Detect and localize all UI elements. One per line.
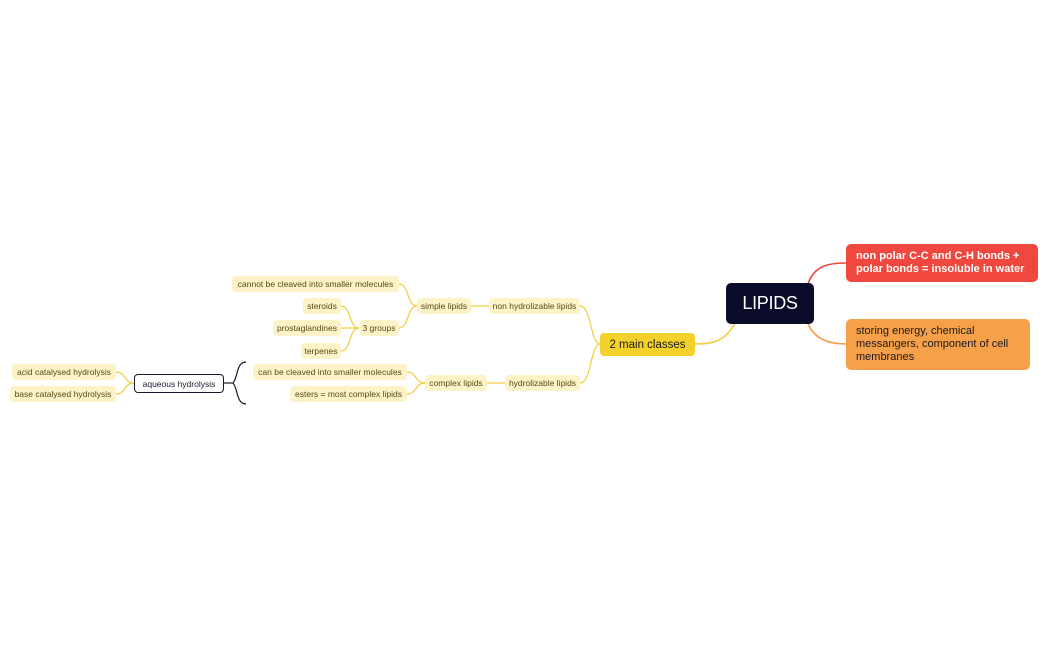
connector-classes-to-hydrolizable (579, 343, 601, 384)
simple-lipids-node[interactable]: simple lipids (417, 298, 471, 314)
hydrolysis-type-label: acid catalysed hydrolysis (16, 367, 111, 377)
connector-root-to-polarity (807, 262, 847, 285)
connector-hydrolysis-to-acid (115, 371, 135, 384)
connector-simple-to-note (398, 283, 418, 307)
connector-classes-to-non-hydrolizable (579, 305, 601, 345)
aqueous-hydrolysis-label: aqueous hydrolysis (142, 378, 216, 389)
functions-node[interactable]: storing energy, chemical messangers, com… (846, 319, 1030, 370)
root-label: LIPIDS (742, 293, 798, 313)
complex-note-esters[interactable]: esters = most complex lipids (290, 386, 407, 402)
main-classes-node[interactable]: 2 main classes (600, 333, 695, 356)
hydrolizable-node[interactable]: hydrolizable lipids (505, 375, 580, 391)
complex-note-label: can be cleaved into smaller molecules (258, 367, 402, 377)
connector-complex-to-note1 (406, 371, 426, 384)
group-item-prostaglandines[interactable]: prostaglandines (273, 320, 341, 336)
connector-hydrolysis-to-base (115, 382, 135, 395)
group-item-label: terpenes (304, 346, 338, 356)
connector-simple-to-groups (398, 305, 418, 329)
connector-groups-to-steroids (340, 305, 360, 329)
groups-node[interactable]: 3 groups (359, 320, 399, 336)
simple-note-node[interactable]: cannot be cleaved into smaller molecules (232, 276, 399, 292)
polarity-node[interactable]: non polar C-C and C-H bonds + polar bond… (846, 244, 1038, 282)
group-item-terpenes[interactable]: terpenes (301, 343, 341, 359)
group-item-label: prostaglandines (276, 323, 337, 333)
hydrolizable-label: hydrolizable lipids (508, 378, 577, 388)
main-classes-label: 2 main classes (609, 338, 686, 351)
non-hydrolizable-node[interactable]: non hydrolizable lipids (489, 298, 580, 314)
root-node-lipids[interactable]: LIPIDS (726, 283, 814, 324)
hydrolysis-type-base[interactable]: base catalysed hydrolysis (10, 386, 116, 402)
connector-root-to-functions (807, 323, 847, 345)
aqueous-hydrolysis-node[interactable]: aqueous hydrolysis (134, 374, 224, 393)
groups-label: 3 groups (362, 323, 396, 333)
group-item-steroids[interactable]: steroids (303, 298, 341, 314)
group-item-label: steroids (307, 301, 337, 311)
polarity-text: non polar C-C and C-H bonds + polar bond… (856, 250, 1025, 275)
connector-groups-to-terpenes (340, 327, 360, 352)
hydrolysis-type-label: base catalysed hydrolysis (14, 389, 112, 399)
brace-hydrolysis-group (232, 361, 247, 405)
complex-note-cleaved[interactable]: can be cleaved into smaller molecules (253, 364, 407, 380)
functions-text: storing energy, chemical messangers, com… (856, 325, 1009, 363)
connector-root-to-classes (694, 322, 736, 345)
hydrolysis-type-acid[interactable]: acid catalysed hydrolysis (12, 364, 116, 380)
complex-lipids-label: complex lipids (429, 378, 483, 388)
simple-lipids-label: simple lipids (420, 301, 468, 311)
simple-note-label: cannot be cleaved into smaller molecules (237, 279, 394, 289)
non-hydrolizable-label: non hydrolizable lipids (492, 301, 577, 311)
complex-lipids-node[interactable]: complex lipids (425, 375, 487, 391)
connector-complex-to-note2 (406, 382, 426, 395)
complex-note-label: esters = most complex lipids (295, 389, 402, 399)
